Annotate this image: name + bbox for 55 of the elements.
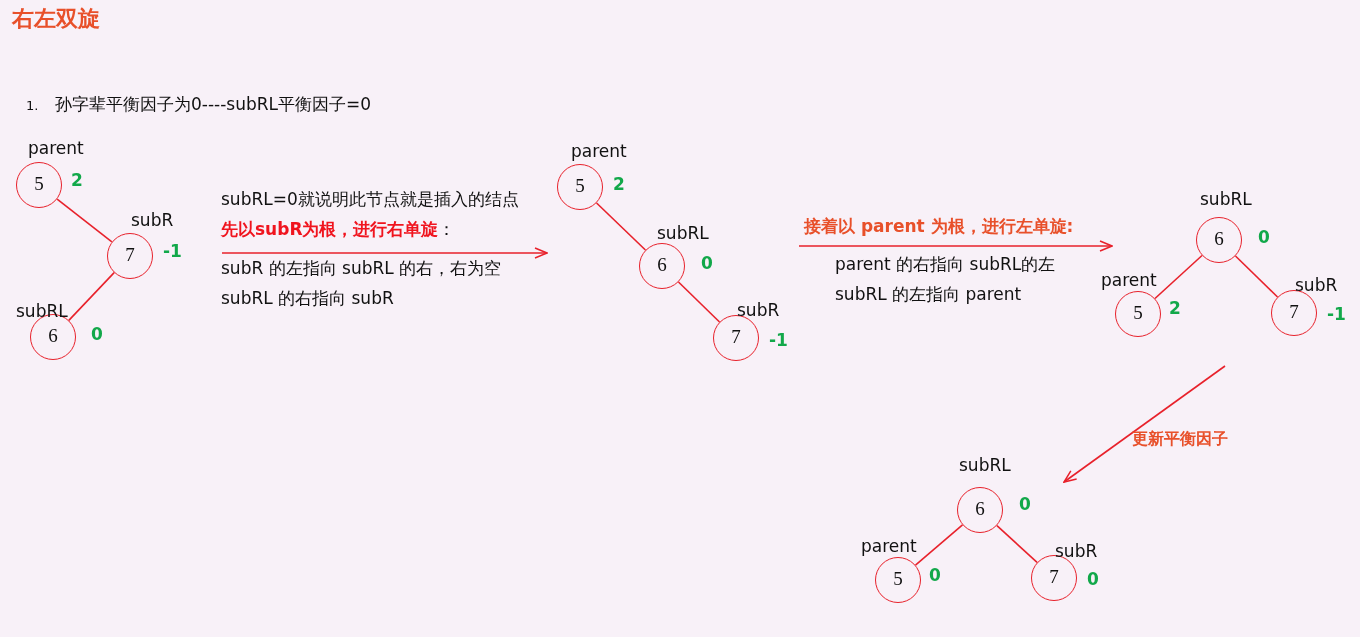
- tree-edge: [1154, 254, 1203, 300]
- step-note: subR 的左指向 subRL 的右，右为空: [221, 259, 502, 279]
- tree-edge: [68, 271, 115, 322]
- balance-factor: 0: [701, 253, 713, 273]
- tree-edge: [595, 202, 647, 251]
- balance-factor: 0: [929, 565, 941, 585]
- node-value: 5: [33, 173, 45, 195]
- list-number: 1.: [26, 99, 39, 114]
- node-value: 5: [1132, 302, 1144, 324]
- node-value: 7: [124, 244, 136, 266]
- pointer-label: subRL: [959, 455, 1011, 475]
- balance-factor: 0: [1087, 569, 1099, 589]
- pointer-label: parent: [28, 138, 84, 158]
- balance-factor: -1: [163, 241, 182, 261]
- title: 右左双旋: [12, 6, 100, 32]
- pointer-label: parent: [571, 141, 627, 161]
- node-value: 5: [574, 175, 586, 197]
- pointer-label: subRL: [16, 301, 68, 321]
- node-value: 5: [892, 568, 904, 590]
- node-value: 7: [1048, 566, 1060, 588]
- step-title: 更新平衡因子: [1132, 430, 1228, 449]
- pointer-label: subR: [1055, 541, 1098, 561]
- node-value: 6: [47, 325, 59, 347]
- balance-factor: 2: [1169, 298, 1181, 318]
- step-title: 先以subR为根，进行右单旋：: [221, 220, 456, 240]
- node-value: 6: [974, 498, 986, 520]
- balance-factor: 0: [91, 324, 103, 344]
- tree-edge: [56, 198, 113, 243]
- step-note: subRL 的左指向 parent: [835, 285, 1022, 305]
- pointer-label: subR: [1295, 275, 1338, 295]
- pointer-label: subR: [737, 300, 780, 320]
- pointer-label: subR: [131, 210, 174, 230]
- pointer-label: parent: [1101, 270, 1157, 290]
- balance-factor: 2: [613, 174, 625, 194]
- step-title: 接着以 parent 为根，进行左单旋:: [804, 217, 1074, 237]
- tree-edge: [914, 524, 964, 566]
- node-value: 6: [1213, 228, 1225, 250]
- node-value: 7: [730, 326, 742, 348]
- pointer-label: subRL: [657, 223, 709, 243]
- tree-edge: [996, 524, 1038, 564]
- balance-factor: 2: [71, 170, 83, 190]
- step-note: subRL=0就说明此节点就是插入的结点: [221, 190, 519, 210]
- step-note: subRL 的右指向 subR: [221, 289, 394, 309]
- step-note: parent 的右指向 subRL的左: [835, 255, 1056, 275]
- balance-factor: -1: [1327, 304, 1346, 324]
- list-item-text: 孙字辈平衡因子为0----subRL平衡因子=0: [55, 95, 372, 115]
- balance-factor: 0: [1258, 227, 1270, 247]
- balance-factor: -1: [769, 330, 788, 350]
- node-value: 7: [1288, 301, 1300, 323]
- pointer-label: subRL: [1200, 189, 1252, 209]
- tree-edge: [677, 281, 721, 323]
- balance-factor: 0: [1019, 494, 1031, 514]
- pointer-label: parent: [861, 536, 917, 556]
- node-value: 6: [656, 254, 668, 276]
- tree-edge: [1234, 255, 1279, 298]
